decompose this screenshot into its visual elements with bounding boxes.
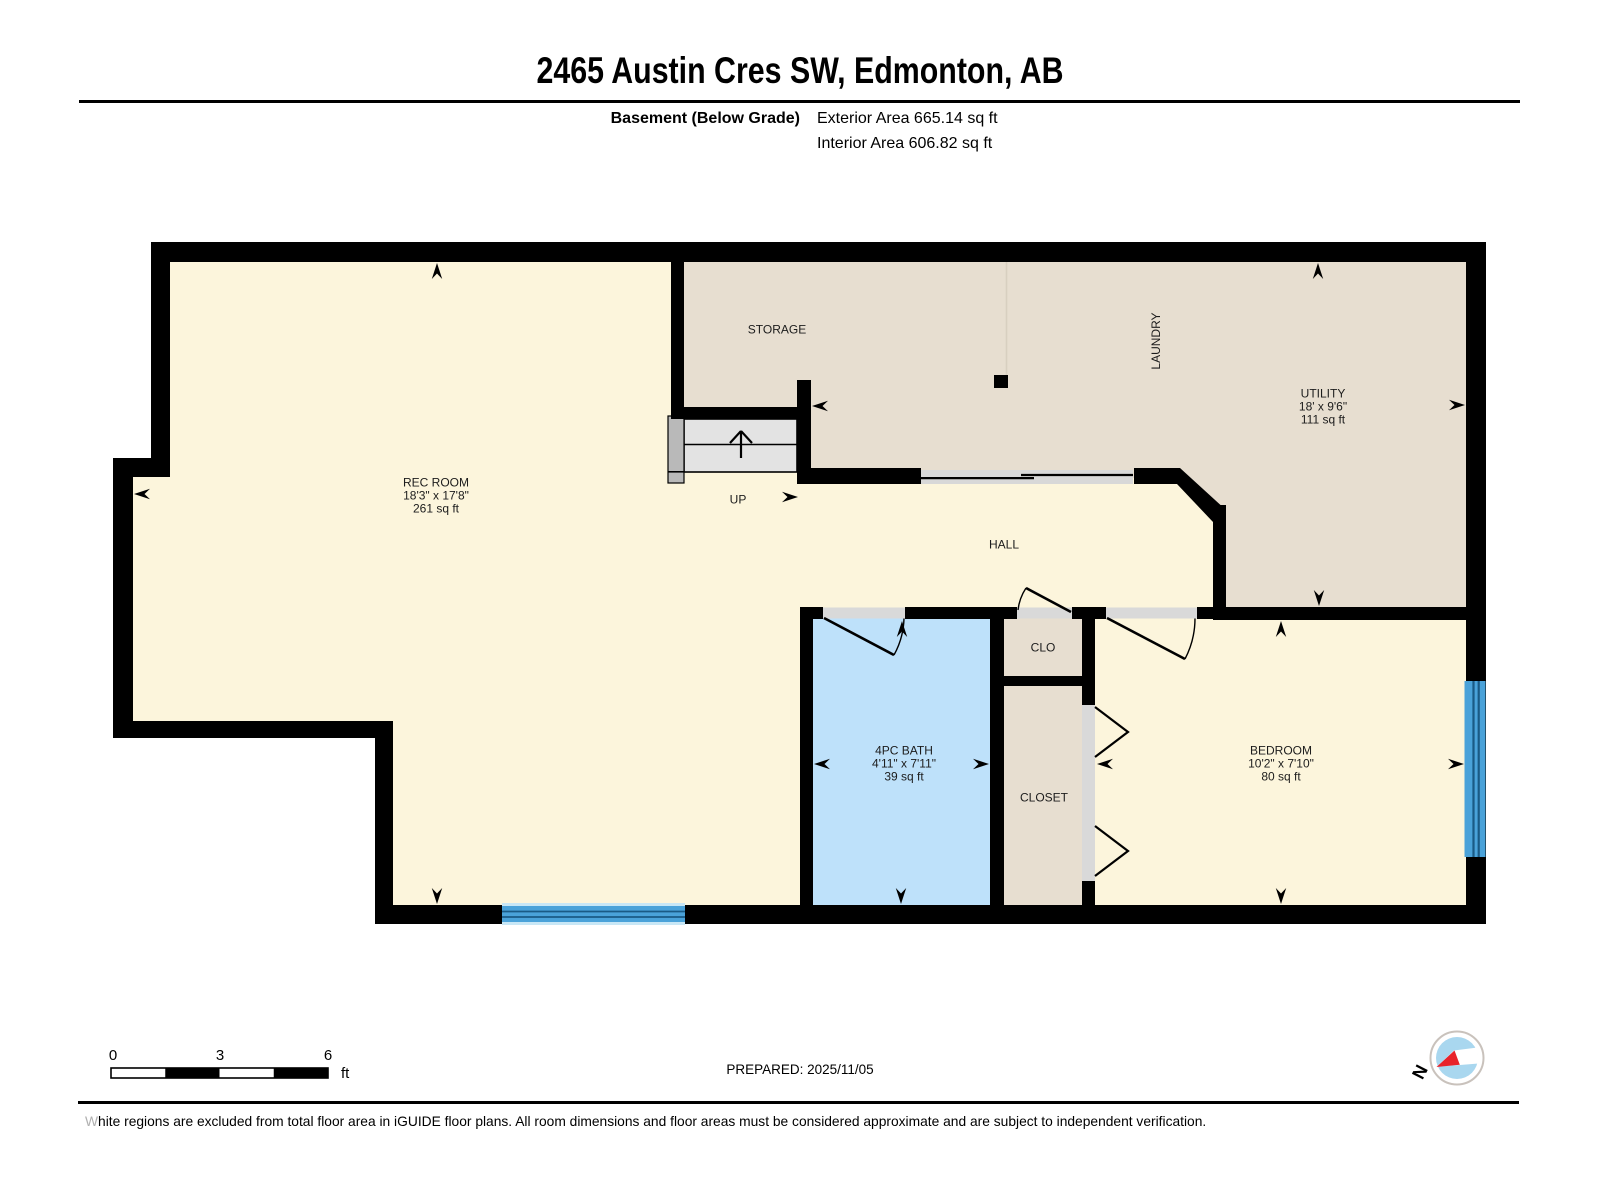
svg-text:6: 6 [324,1047,332,1064]
svg-text:4'11" x 7'11": 4'11" x 7'11" [872,757,936,771]
svg-text:UP: UP [730,493,747,507]
svg-text:4PC BATH: 4PC BATH [875,744,933,758]
svg-text:10'2" x 7'10": 10'2" x 7'10" [1248,757,1314,771]
svg-text:18' x 9'6": 18' x 9'6" [1299,400,1347,414]
svg-text:80 sq ft: 80 sq ft [1261,770,1301,784]
svg-text:111 sq ft: 111 sq ft [1301,413,1346,427]
svg-text:0: 0 [109,1047,117,1064]
svg-text:LAUNDRY: LAUNDRY [1149,312,1163,369]
svg-text:3: 3 [216,1047,224,1064]
svg-text:STORAGE: STORAGE [748,323,806,337]
svg-text:UTILITY: UTILITY [1301,387,1346,401]
svg-text:ft: ft [341,1065,350,1082]
svg-text:261 sq ft: 261 sq ft [413,502,460,516]
svg-text:39 sq ft: 39 sq ft [884,770,924,784]
svg-text:CLO: CLO [1031,641,1056,655]
svg-text:REC ROOM: REC ROOM [403,476,469,490]
svg-text:BEDROOM: BEDROOM [1250,744,1312,758]
svg-text:HALL: HALL [989,538,1019,552]
svg-text:18'3" x 17'8": 18'3" x 17'8" [403,489,469,503]
svg-text:CLOSET: CLOSET [1020,791,1069,805]
